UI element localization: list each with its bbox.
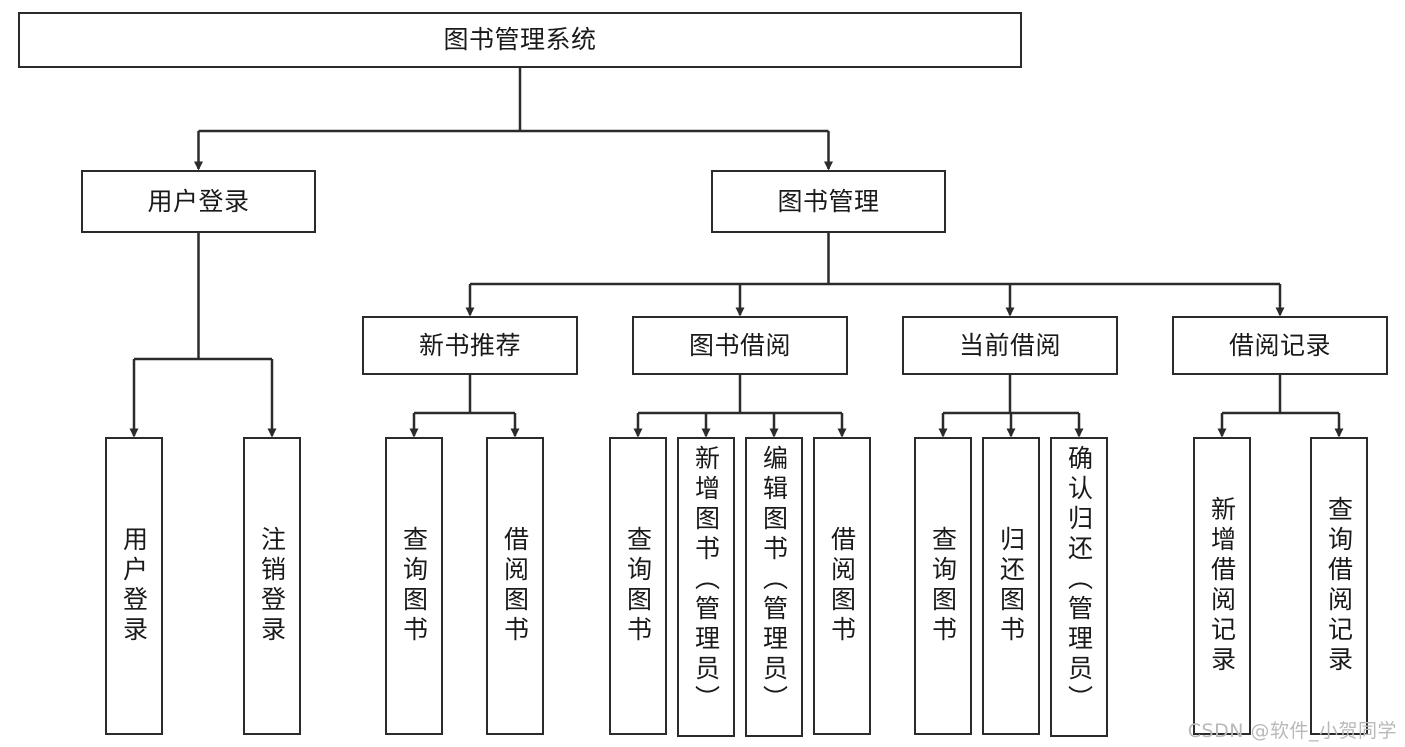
node-leaf-add-book-label: 新增图书（管理员） xyxy=(691,445,721,715)
node-leaf-return-book[interactable]: 归还图书 xyxy=(982,437,1040,735)
node-leaf-query-book-1[interactable]: 查询图书 xyxy=(385,437,443,735)
node-borrow-record-label: 借阅记录 xyxy=(1228,330,1331,360)
node-leaf-query-book-3-label: 查询图书 xyxy=(928,526,958,646)
node-leaf-confirm-return-label: 确认归还（管理员） xyxy=(1064,445,1094,715)
node-book-borrow-label: 图书借阅 xyxy=(688,330,791,360)
node-leaf-logout[interactable]: 注销登录 xyxy=(243,437,301,735)
node-root[interactable]: 图书管理系统 xyxy=(18,12,1022,68)
node-leaf-edit-book-label: 编辑图书（管理员） xyxy=(759,445,789,715)
node-book-borrow[interactable]: 图书借阅 xyxy=(632,316,848,375)
node-borrow-record[interactable]: 借阅记录 xyxy=(1172,316,1388,375)
node-new-book-recommend[interactable]: 新书推荐 xyxy=(362,316,578,375)
node-book-manage[interactable]: 图书管理 xyxy=(711,170,946,233)
node-leaf-query-book-2[interactable]: 查询图书 xyxy=(609,437,667,735)
node-book-manage-label: 图书管理 xyxy=(777,186,880,216)
node-leaf-borrow-book-2[interactable]: 借阅图书 xyxy=(813,437,871,735)
node-leaf-query-record[interactable]: 查询借阅记录 xyxy=(1310,437,1368,735)
node-leaf-return-book-label: 归还图书 xyxy=(996,526,1026,646)
node-leaf-user-login[interactable]: 用户登录 xyxy=(105,437,163,735)
node-current-borrow[interactable]: 当前借阅 xyxy=(902,316,1118,375)
node-leaf-query-record-label: 查询借阅记录 xyxy=(1324,496,1354,676)
node-leaf-user-login-label: 用户登录 xyxy=(119,526,149,646)
node-user-login-label: 用户登录 xyxy=(147,186,250,216)
node-user-login[interactable]: 用户登录 xyxy=(81,170,316,233)
node-leaf-borrow-book-1[interactable]: 借阅图书 xyxy=(486,437,544,735)
node-new-book-recommend-label: 新书推荐 xyxy=(418,330,521,360)
node-current-borrow-label: 当前借阅 xyxy=(958,330,1061,360)
node-leaf-logout-label: 注销登录 xyxy=(257,526,287,646)
node-leaf-add-record-label: 新增借阅记录 xyxy=(1207,496,1237,676)
node-leaf-confirm-return[interactable]: 确认归还（管理员） xyxy=(1050,437,1108,737)
node-leaf-query-book-1-label: 查询图书 xyxy=(399,526,429,646)
node-root-label: 图书管理系统 xyxy=(443,25,597,55)
node-leaf-add-book[interactable]: 新增图书（管理员） xyxy=(677,437,735,737)
node-leaf-add-record[interactable]: 新增借阅记录 xyxy=(1193,437,1251,735)
node-leaf-borrow-book-2-label: 借阅图书 xyxy=(827,526,857,646)
node-leaf-edit-book[interactable]: 编辑图书（管理员） xyxy=(745,437,803,737)
node-leaf-borrow-book-1-label: 借阅图书 xyxy=(500,526,530,646)
node-leaf-query-book-3[interactable]: 查询图书 xyxy=(914,437,972,735)
node-leaf-query-book-2-label: 查询图书 xyxy=(623,526,653,646)
